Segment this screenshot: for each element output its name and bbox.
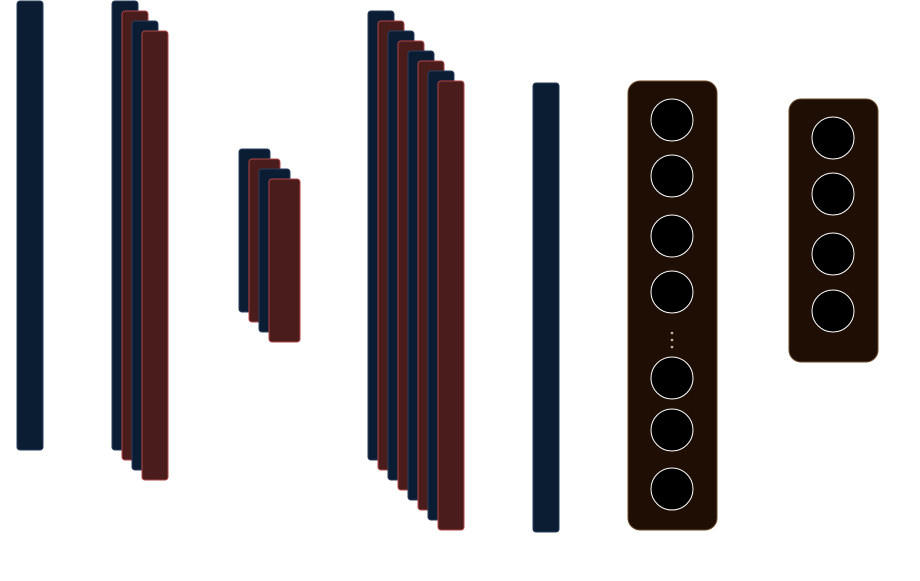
- flatten-layer: [532, 82, 560, 533]
- feature-map: [141, 30, 169, 481]
- ellipsis-dot: [670, 345, 674, 349]
- neuron: [650, 408, 694, 452]
- dense-layer-1: [627, 80, 718, 531]
- neuron: [650, 467, 694, 511]
- output-layer: [788, 98, 879, 363]
- ellipsis-dot: [670, 331, 674, 335]
- neuron: [650, 154, 694, 198]
- feature-map: [16, 0, 44, 451]
- network-blocks: [16, 0, 879, 533]
- neuron: [811, 232, 855, 276]
- conv-block-1: [111, 0, 169, 481]
- feature-map: [437, 80, 465, 531]
- neuron: [650, 270, 694, 314]
- neuron: [650, 98, 694, 142]
- input-layer: [16, 0, 44, 451]
- ellipsis-dot: [670, 338, 674, 342]
- neuron: [650, 214, 694, 258]
- feature-map: [268, 178, 301, 343]
- conv-block-2: [367, 10, 465, 531]
- neuron: [650, 356, 694, 400]
- dense-panel: [788, 98, 879, 363]
- neuron: [811, 172, 855, 216]
- neuron: [811, 116, 855, 160]
- feature-map: [532, 82, 560, 533]
- pool-block-1: [238, 148, 301, 343]
- neuron: [811, 289, 855, 333]
